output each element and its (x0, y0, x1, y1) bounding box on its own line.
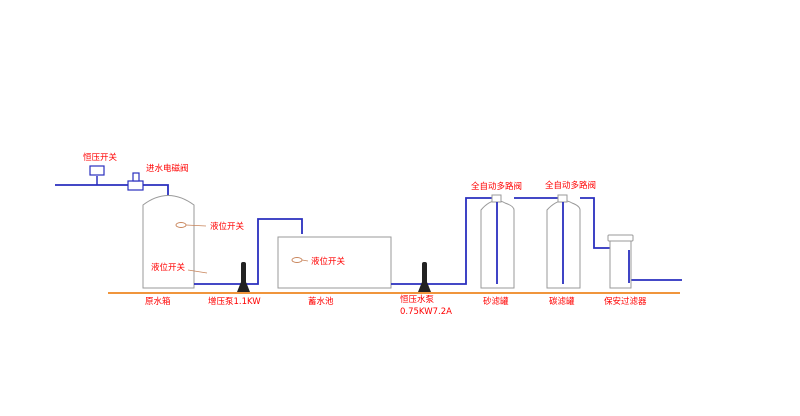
constant-pressure-pump-icon (418, 262, 431, 292)
level-float-pool (291, 257, 309, 263)
raw-water-tank (142, 195, 195, 289)
label-carbon-filter: 碳滤罐 (549, 297, 575, 307)
label-level-switch-pool: 液位开关 (311, 257, 346, 267)
label-auto-valve-carbon: 全自动多路阀 (545, 181, 597, 191)
label-storage-pool: 蓄水池 (308, 297, 334, 307)
label-booster-pump: 增压泵1.1KW (208, 297, 261, 307)
label-security-filter: 保安过滤器 (604, 297, 647, 307)
booster-pump-icon (237, 262, 250, 292)
level-float-raw-bottom (187, 269, 208, 274)
label-constant-pressure-pump-spec: 0.75KW7.2A (400, 307, 452, 317)
security-filter (607, 234, 634, 289)
pressure-switch-icon (89, 165, 105, 185)
pipe-raw-to-pool (194, 218, 303, 285)
pipe-pool-to-sand (391, 197, 494, 285)
label-inlet-solenoid-valve: 进水电磁阀 (146, 164, 189, 174)
label-level-switch-raw-bottom: 液位开关 (151, 263, 186, 273)
sand-filter-valve-head (491, 194, 502, 203)
label-pressure-switch: 恒压开关 (83, 153, 118, 163)
label-auto-valve-sand: 全自动多路阀 (471, 182, 523, 192)
level-float-raw-top (175, 222, 207, 228)
pipe-carbon-to-outlet (562, 197, 682, 284)
label-level-switch-raw-top: 液位开关 (210, 222, 245, 232)
label-raw-water-tank: 原水箱 (145, 297, 171, 307)
solenoid-valve-icon (127, 172, 144, 191)
label-sand-filter: 砂滤罐 (483, 297, 509, 307)
label-constant-pressure-pump: 恒压水泵 (400, 295, 435, 305)
carbon-filter-valve-head (557, 194, 568, 203)
